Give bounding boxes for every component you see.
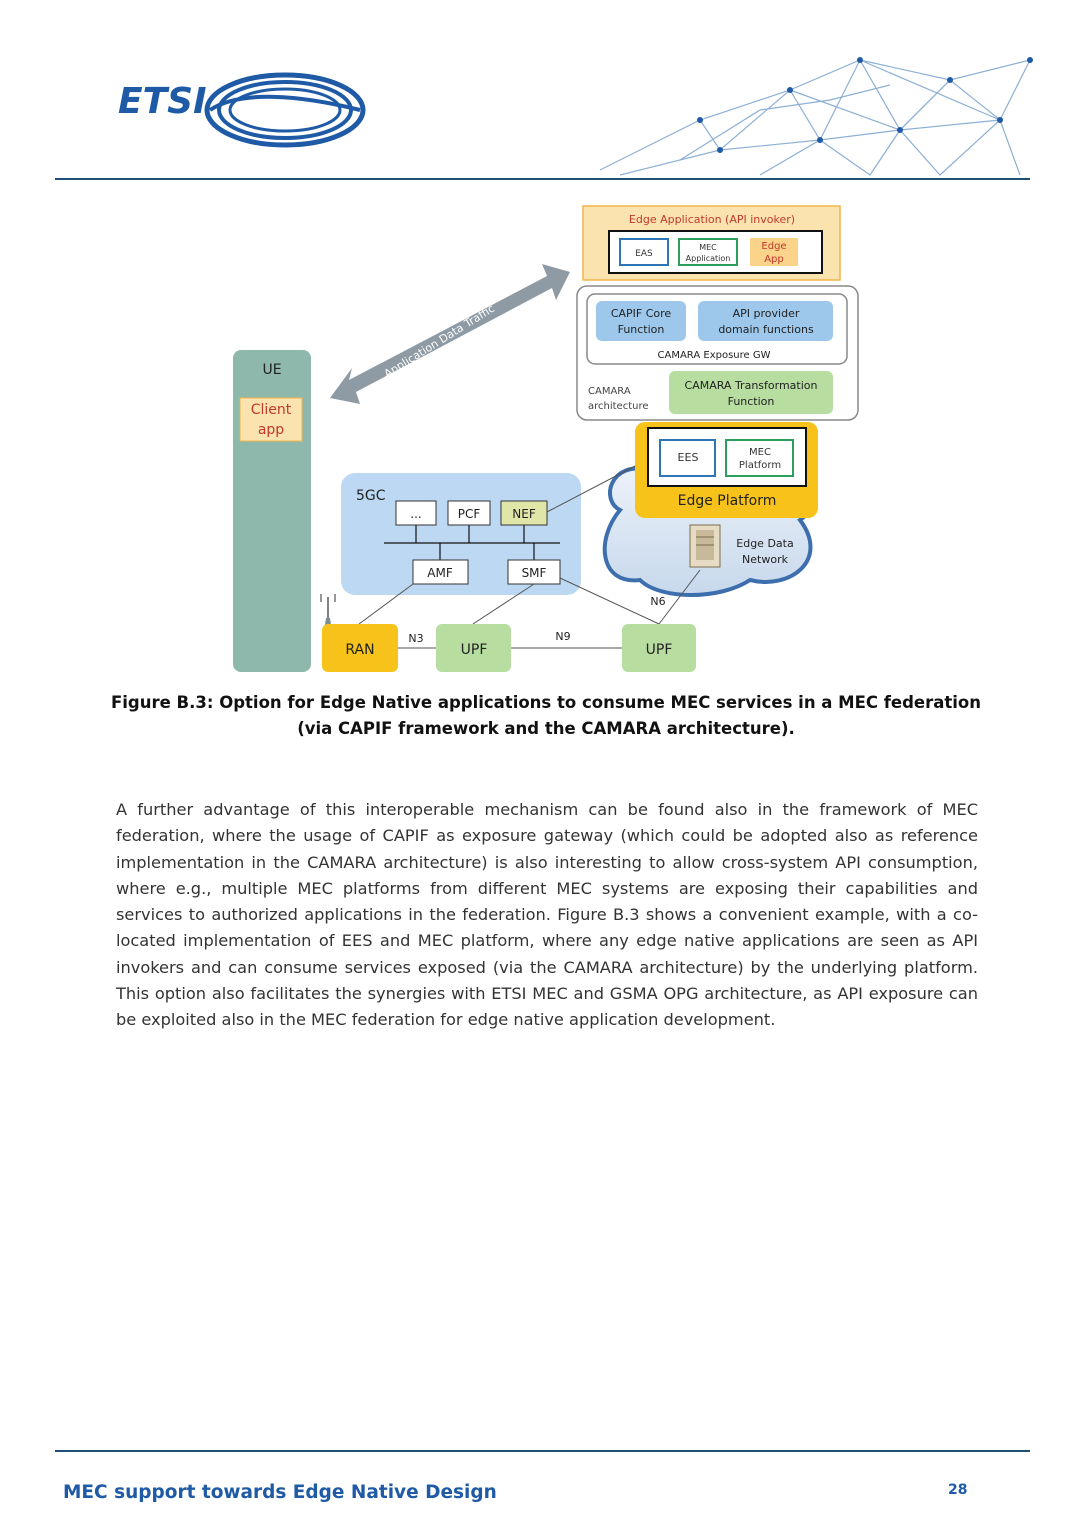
ees-label: EES <box>678 451 699 464</box>
upf-label-2: UPF <box>646 642 673 658</box>
ran-label: RAN <box>345 642 374 658</box>
camara-arch-label-1: CAMARA <box>588 386 631 397</box>
network-mesh-decoration <box>599 58 1031 176</box>
client-app-label-2: app <box>258 422 284 438</box>
eas-box <box>619 238 669 266</box>
caption-line-2: (via CAPIF framework and the CAMARA arch… <box>297 719 795 738</box>
amf-label: AMF <box>427 566 453 580</box>
caption-line-1: Figure B.3: Option for Edge Native appli… <box>110 693 981 712</box>
page-number: 28 <box>948 1482 968 1498</box>
page-header: ETSI <box>0 0 1080 190</box>
api-provider-label-1: API provider <box>733 307 800 320</box>
ees-box <box>659 439 716 477</box>
fivegc-label: 5GC <box>356 488 386 504</box>
edge-data-network-label-2: Network <box>742 553 789 566</box>
etsi-logo-text: ETSI <box>118 81 206 122</box>
mec-platform-label-1: MEC <box>749 447 771 458</box>
mec-platform-label-2: Platform <box>739 460 781 471</box>
arrow-label: Application Data Traffic <box>382 302 497 381</box>
api-provider-label-2: domain functions <box>718 323 814 336</box>
capif-label-1: CAPIF Core <box>611 307 672 320</box>
client-app-label-1: Client <box>251 402 292 418</box>
ue-label: UE <box>262 362 281 378</box>
capif-core-function-box <box>596 301 686 341</box>
edge-application-title: Edge Application (API invoker) <box>629 213 795 226</box>
etsi-logo: ETSI <box>118 72 366 148</box>
edge-app-box <box>750 238 798 266</box>
api-provider-domain-box <box>698 301 833 341</box>
connection-lines <box>358 465 701 649</box>
camara-gw-label: CAMARA Exposure GW <box>658 350 771 361</box>
upf-box-1 <box>436 624 511 672</box>
edge-platform-label: Edge Platform <box>678 493 777 509</box>
n9-label: N9 <box>555 630 570 643</box>
figure-caption: Figure B.3: Option for Edge Native appli… <box>100 690 992 742</box>
eas-label: EAS <box>635 249 653 259</box>
edge-data-network-label-1: Edge Data <box>736 537 793 550</box>
edge-app-label-2: App <box>764 254 784 265</box>
mec-application-label-1: MEC <box>699 243 717 252</box>
footer-divider <box>55 1450 1030 1452</box>
body-paragraph: A further advantage of this interoperabl… <box>116 800 978 1030</box>
architecture-diagram: Edge Application (API invoker) EAS MEC A… <box>220 200 870 680</box>
n3-label: N3 <box>408 632 423 645</box>
pcf-box <box>447 500 491 526</box>
camara-tf-label-1: CAMARA Transformation <box>685 379 818 392</box>
header-graphic: ETSI <box>118 57 1033 176</box>
ran-box <box>322 624 398 672</box>
smf-box <box>507 559 561 585</box>
client-app-box <box>239 397 303 442</box>
nf-dots-label: ... <box>410 507 421 521</box>
edge-app-label-1: Edge <box>761 241 786 252</box>
upf-label-1: UPF <box>461 642 488 658</box>
upf-box-2 <box>622 624 696 672</box>
nef-box <box>500 500 548 526</box>
n6-label: N6 <box>650 595 665 608</box>
nf-dots-box <box>395 500 437 526</box>
camara-tf-label-2: Function <box>728 395 775 408</box>
camara-arch-label-2: architecture <box>588 401 649 412</box>
network-nodes-decoration <box>697 57 1033 153</box>
application-data-traffic-arrow: Application Data Traffic <box>330 264 570 404</box>
server-icon <box>689 524 721 568</box>
camara-transformation-box <box>669 371 833 414</box>
mec-application-box <box>678 238 738 266</box>
capif-label-2: Function <box>618 323 665 336</box>
amf-box <box>412 559 469 585</box>
pcf-label: PCF <box>458 507 481 521</box>
nef-label: NEF <box>512 507 536 521</box>
mec-application-label-2: Application <box>686 254 731 263</box>
header-divider <box>55 178 1030 180</box>
footer-title: MEC support towards Edge Native Design <box>63 1482 497 1503</box>
smf-label: SMF <box>522 566 547 580</box>
mec-platform-box <box>725 439 794 477</box>
